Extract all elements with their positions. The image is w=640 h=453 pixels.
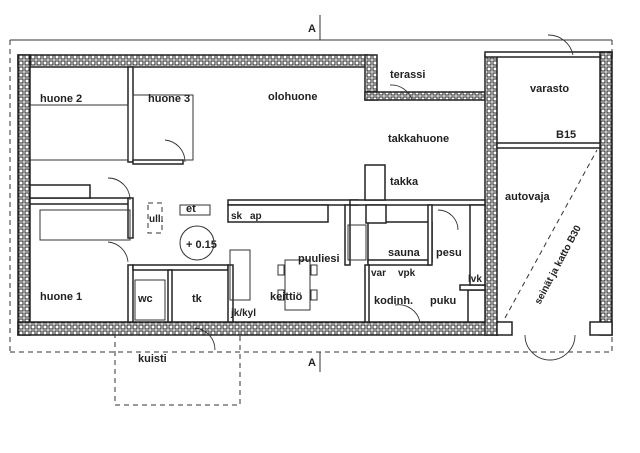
label-tk: tk [192,293,203,305]
label-et: et [186,203,196,215]
section-mark-bottom: A [308,357,316,369]
label-lvk: lvk [468,274,482,285]
label-ap: ap [250,211,262,222]
label-terassi: terassi [390,69,425,81]
label-huone1: huone 1 [40,291,82,303]
label-takkahuone: takkahuone [388,133,449,145]
garage-diagonal [504,149,598,319]
label-jkkyl: jk/kyl [230,308,256,319]
label-var: var [371,268,386,279]
label-olohuone: olohuone [268,91,318,103]
label-ull: ull. [149,214,164,225]
label-puku: puku [430,295,456,307]
label-kuisti: kuisti [138,353,167,365]
label-takka: takka [390,176,419,188]
label-pesu: pesu [436,247,462,259]
label-wc: wc [137,293,153,305]
label-vpk: vpk [398,268,416,279]
label-sk: sk [231,211,243,222]
label-autovaja-note: seinät ja katto B30 [533,223,584,306]
label-b15: B15 [556,129,576,141]
label-autovaja: autovaja [505,191,551,203]
furniture [29,94,367,321]
label-sauna: sauna [388,247,421,259]
section-mark-top: A [308,23,316,35]
label-kodinh: kodinh. [374,295,413,307]
label-puuliesi: puuliesi [298,253,340,265]
kuisti-outline [114,334,241,406]
label-keittio: keittiö [270,291,303,303]
label-varasto: varasto [530,83,569,95]
exterior-walls [17,51,613,336]
label-huone3: huone 3 [148,93,190,105]
label-level: + 0.15 [186,239,217,251]
label-huone2: huone 2 [40,93,82,105]
